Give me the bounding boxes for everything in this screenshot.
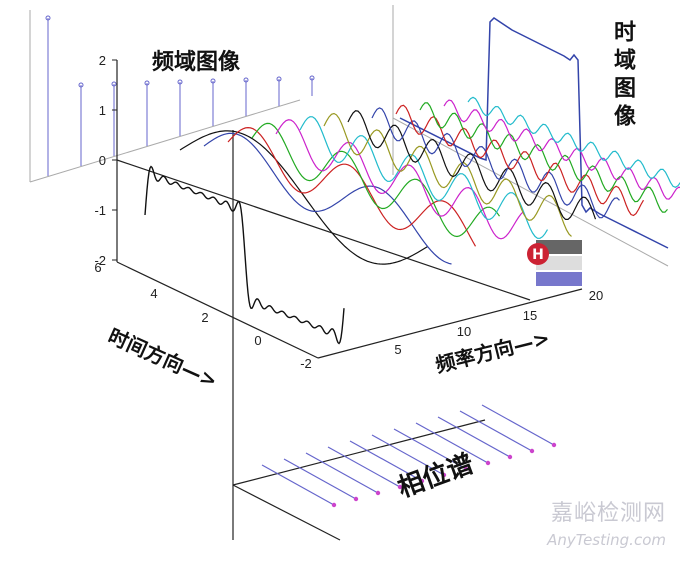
frequency-tick-label: 15	[523, 308, 537, 323]
phase-stem-head	[485, 460, 491, 466]
sine-component-line	[251, 122, 500, 238]
sine-component-line	[419, 102, 668, 213]
sine-component-line	[347, 110, 597, 220]
sine-component-line	[323, 112, 572, 237]
phase-stem-head	[441, 472, 447, 478]
phase-stem	[371, 434, 445, 476]
square-wave-line	[399, 17, 669, 249]
inset-stem-head	[78, 82, 84, 88]
amplitude-ticks: 2 1 0 -1 -2	[94, 53, 117, 268]
inset-stem-head	[144, 80, 150, 86]
frequency-tick-label: 10	[457, 324, 471, 339]
inset-stem-head	[243, 77, 249, 83]
phase-stem-head	[353, 496, 359, 502]
amplitude-tick-label: -2	[94, 253, 106, 268]
zero-line	[116, 159, 531, 301]
phase-stem-head	[397, 484, 403, 490]
main-axes	[116, 60, 583, 540]
phase-stem	[481, 404, 555, 446]
phase-stem	[349, 440, 423, 482]
phase-stem	[459, 410, 533, 452]
sine-component-line	[227, 126, 477, 247]
inset-stem-head	[177, 79, 183, 85]
time-tick-label: 2	[201, 310, 208, 325]
phase-stem-head	[331, 502, 337, 508]
phase-stem-head	[529, 448, 535, 454]
sine-component-line	[467, 96, 680, 188]
watermark-cn: 嘉峪检测网	[550, 501, 666, 526]
phase-stem	[261, 464, 335, 506]
phase-stem	[283, 458, 357, 500]
sine-component-line	[275, 119, 524, 240]
frequency-ticks: 5 10 15 20	[394, 288, 603, 357]
frequency-tick-label: 20	[589, 288, 603, 303]
amplitude-tick-label: 0	[99, 153, 106, 168]
phase-stems	[261, 404, 557, 508]
inset-stems	[45, 15, 315, 176]
inset-stem-head	[210, 78, 216, 84]
time-image-label: 时域图像	[610, 20, 635, 132]
sine-component-line	[203, 132, 452, 265]
phase-plane	[232, 419, 486, 541]
time-axis	[116, 261, 319, 359]
time-tick-label: 6	[94, 260, 101, 275]
phase-stem-head	[463, 466, 469, 472]
sine-component-line	[179, 130, 428, 265]
phase-stem	[327, 446, 401, 488]
inset-stem-head	[309, 75, 315, 81]
frequency-axis	[317, 288, 583, 359]
sine-components	[144, 96, 680, 345]
inset-stem-head	[45, 15, 51, 21]
time-inset-plot	[392, 5, 669, 267]
svg-text:H: H	[532, 247, 544, 263]
amplitude-tick-label: -1	[94, 203, 106, 218]
time-tick-label: -2	[300, 356, 312, 371]
phase-stem-head	[507, 454, 513, 460]
phase-stem	[393, 428, 467, 470]
freq-inset-plot	[29, 10, 315, 183]
time-ticks: 6 4 2 0 -2	[94, 260, 311, 371]
time-tick-label: 4	[150, 286, 157, 301]
time-tick-label: 0	[254, 333, 261, 348]
inset-stem-head	[111, 81, 117, 87]
phase-stem-head	[551, 442, 557, 448]
phase-stem-head	[419, 478, 425, 484]
phase-stem	[305, 452, 379, 494]
phase-stem	[415, 422, 489, 464]
amplitude-tick-label: 2	[99, 53, 106, 68]
square-wave-sum-line	[144, 165, 345, 345]
freq-image-label: 频域图像	[152, 50, 241, 75]
phase-stem	[437, 416, 511, 458]
frequency-tick-label: 5	[394, 342, 401, 357]
phase-stem-head	[375, 490, 381, 496]
inset-stem-head	[276, 76, 282, 82]
h-logo-icon: H	[527, 240, 582, 286]
sine-component-line	[371, 107, 620, 219]
sine-component-line	[443, 99, 680, 200]
amplitude-tick-label: 1	[99, 103, 106, 118]
sine-component-line	[299, 116, 549, 239]
sine-component-line	[395, 104, 645, 217]
watermark-en: AnyTesting.com	[547, 531, 666, 549]
